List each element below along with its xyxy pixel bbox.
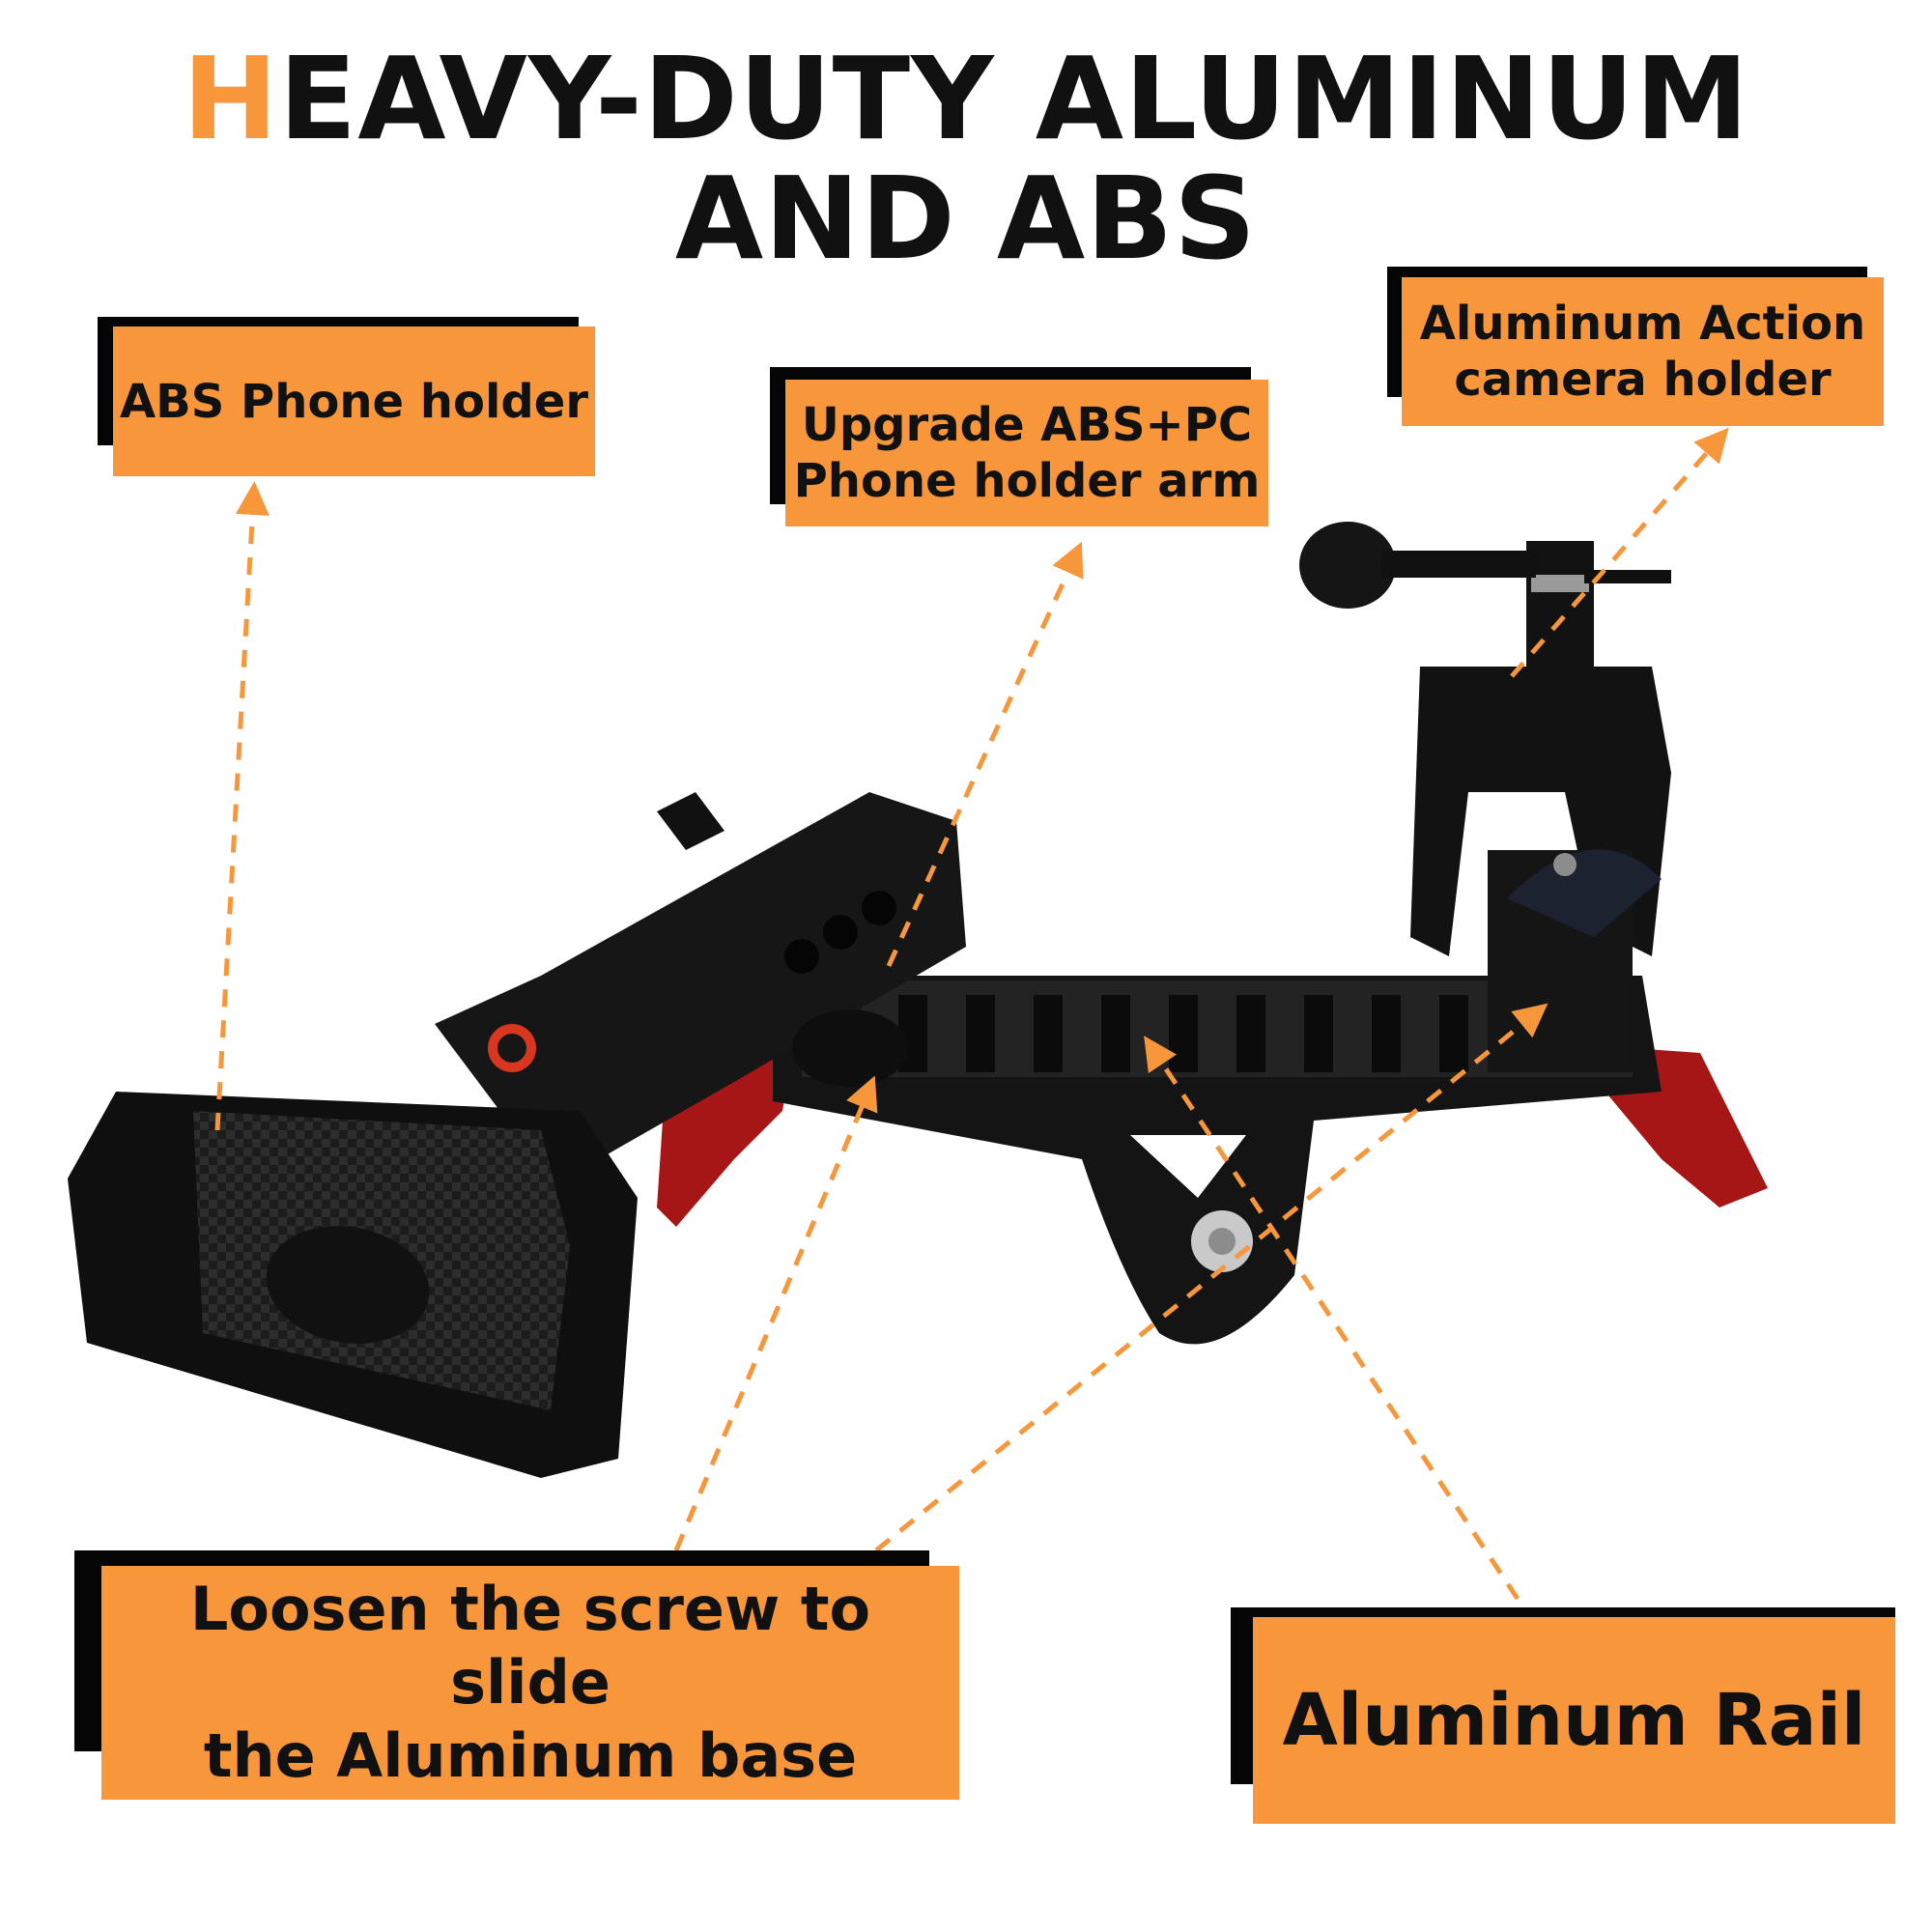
callout-holder-arm-line-2: Phone holder arm xyxy=(793,454,1261,508)
callout-camera-holder-line-1: Aluminum Action xyxy=(1419,297,1866,351)
arrow-holder-arm xyxy=(886,541,1084,968)
arrow-phone-holder xyxy=(214,481,270,1131)
callout-rail-box: Aluminum Rail xyxy=(1253,1617,1895,1824)
thumb-screw-icon xyxy=(1507,849,1662,937)
callout-arrows xyxy=(214,427,1729,1601)
callout-camera-holder-box: Aluminum Action camera holder xyxy=(1402,277,1884,426)
callout-holder-arm-box: Upgrade ABS+PC Phone holder arm xyxy=(785,380,1268,526)
phone-clamp xyxy=(68,1092,638,1478)
aluminum-rail xyxy=(773,976,1662,1345)
camera-knob-icon xyxy=(1299,522,1396,609)
callout-phone-holder-box: ABS Phone holder xyxy=(113,327,595,476)
title-line-2: AND ABS xyxy=(674,152,1258,285)
callout-holder-arm-line-1: Upgrade ABS+PC xyxy=(801,398,1253,452)
title-line-1: HEAVY-DUTY ALUMINUM xyxy=(0,39,1932,158)
page-title: HEAVY-DUTY ALUMINUM AND ABS xyxy=(0,39,1932,278)
arm-knob-icon xyxy=(792,1009,908,1087)
callout-camera-holder-line-2: camera holder xyxy=(1454,353,1832,407)
callout-phone-holder-label: ABS Phone holder xyxy=(120,374,588,429)
title-line-1-rest: EAVY-DUTY ALUMINUM xyxy=(278,32,1750,165)
callout-screw-box: Loosen the screw to slide the Aluminum b… xyxy=(101,1566,959,1800)
callout-screw-line-2: the Aluminum base xyxy=(203,1720,858,1791)
title-accent-letter: H xyxy=(182,32,279,165)
arrow-screw-right xyxy=(874,1003,1548,1552)
arrow-screw-left xyxy=(673,1075,878,1551)
arrow-rail xyxy=(1144,1036,1520,1601)
callout-screw-line-1: Loosen the screw to slide xyxy=(189,1574,871,1718)
phone-holder-arm xyxy=(435,792,966,1159)
arrow-camera-holder xyxy=(1510,427,1729,678)
callout-rail-label: Aluminum Rail xyxy=(1282,1679,1866,1762)
